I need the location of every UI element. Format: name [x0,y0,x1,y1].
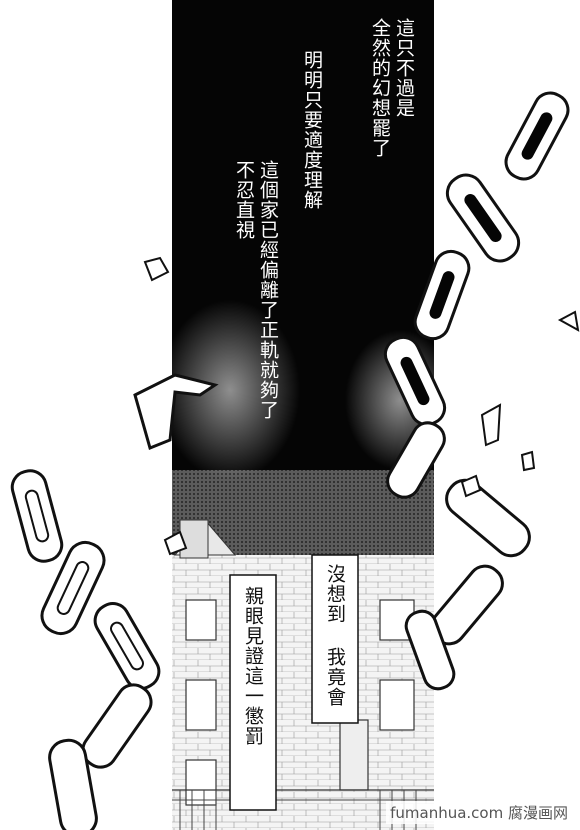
broken-chains [10,91,570,830]
narration-column-2: 明明只要適度理解 [301,50,323,210]
narration-column-1: 這只不過是 全然的幻想罷了 [369,18,415,158]
caption-left-text: 親眼見證這一懲罰 [242,586,264,746]
house-illustration [172,519,434,830]
caption-right-text: 沒想到 我竟會 [324,564,346,707]
screentone-glow-left [160,300,300,480]
chain-fragments [143,256,580,556]
caption-box-right [311,554,359,724]
caption-box-left [229,574,277,811]
narration-column-3: 這個家已經偏離了正軌就夠了 不忍直視 [233,160,279,420]
site-watermark: fumanhua.com 腐漫画网 [386,801,572,824]
inner-link-holes [24,112,553,671]
